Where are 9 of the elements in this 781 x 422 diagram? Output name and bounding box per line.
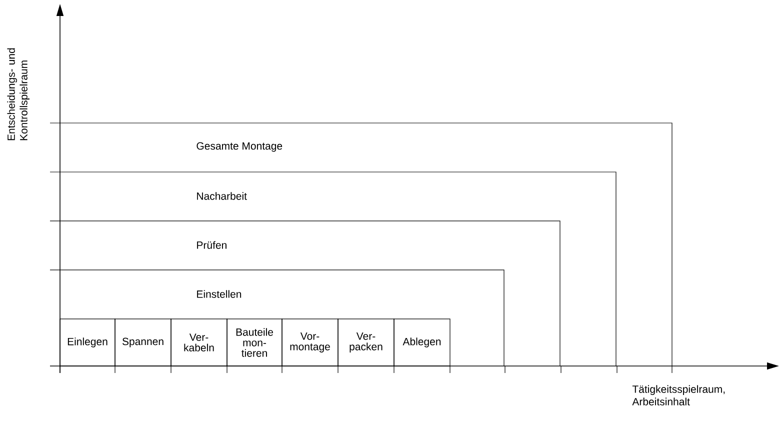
axis-label: Entscheidungs- und Kontrollspielraum	[7, 48, 30, 140]
task-cell: Einlegen	[60, 318, 116, 366]
task-cell: Bauteile mon-tieren	[226, 318, 282, 366]
task-cell: Vor-montage	[282, 318, 338, 366]
task-cell: Ver-packen	[338, 318, 394, 366]
axis-label: Tätigkeitsspielraum, Arbeitsinhalt	[632, 385, 725, 406]
task-cell: Ablegen	[394, 318, 450, 366]
task-cell: Spannen	[114, 318, 172, 366]
task-cell: Ver-kabeln	[170, 318, 228, 366]
